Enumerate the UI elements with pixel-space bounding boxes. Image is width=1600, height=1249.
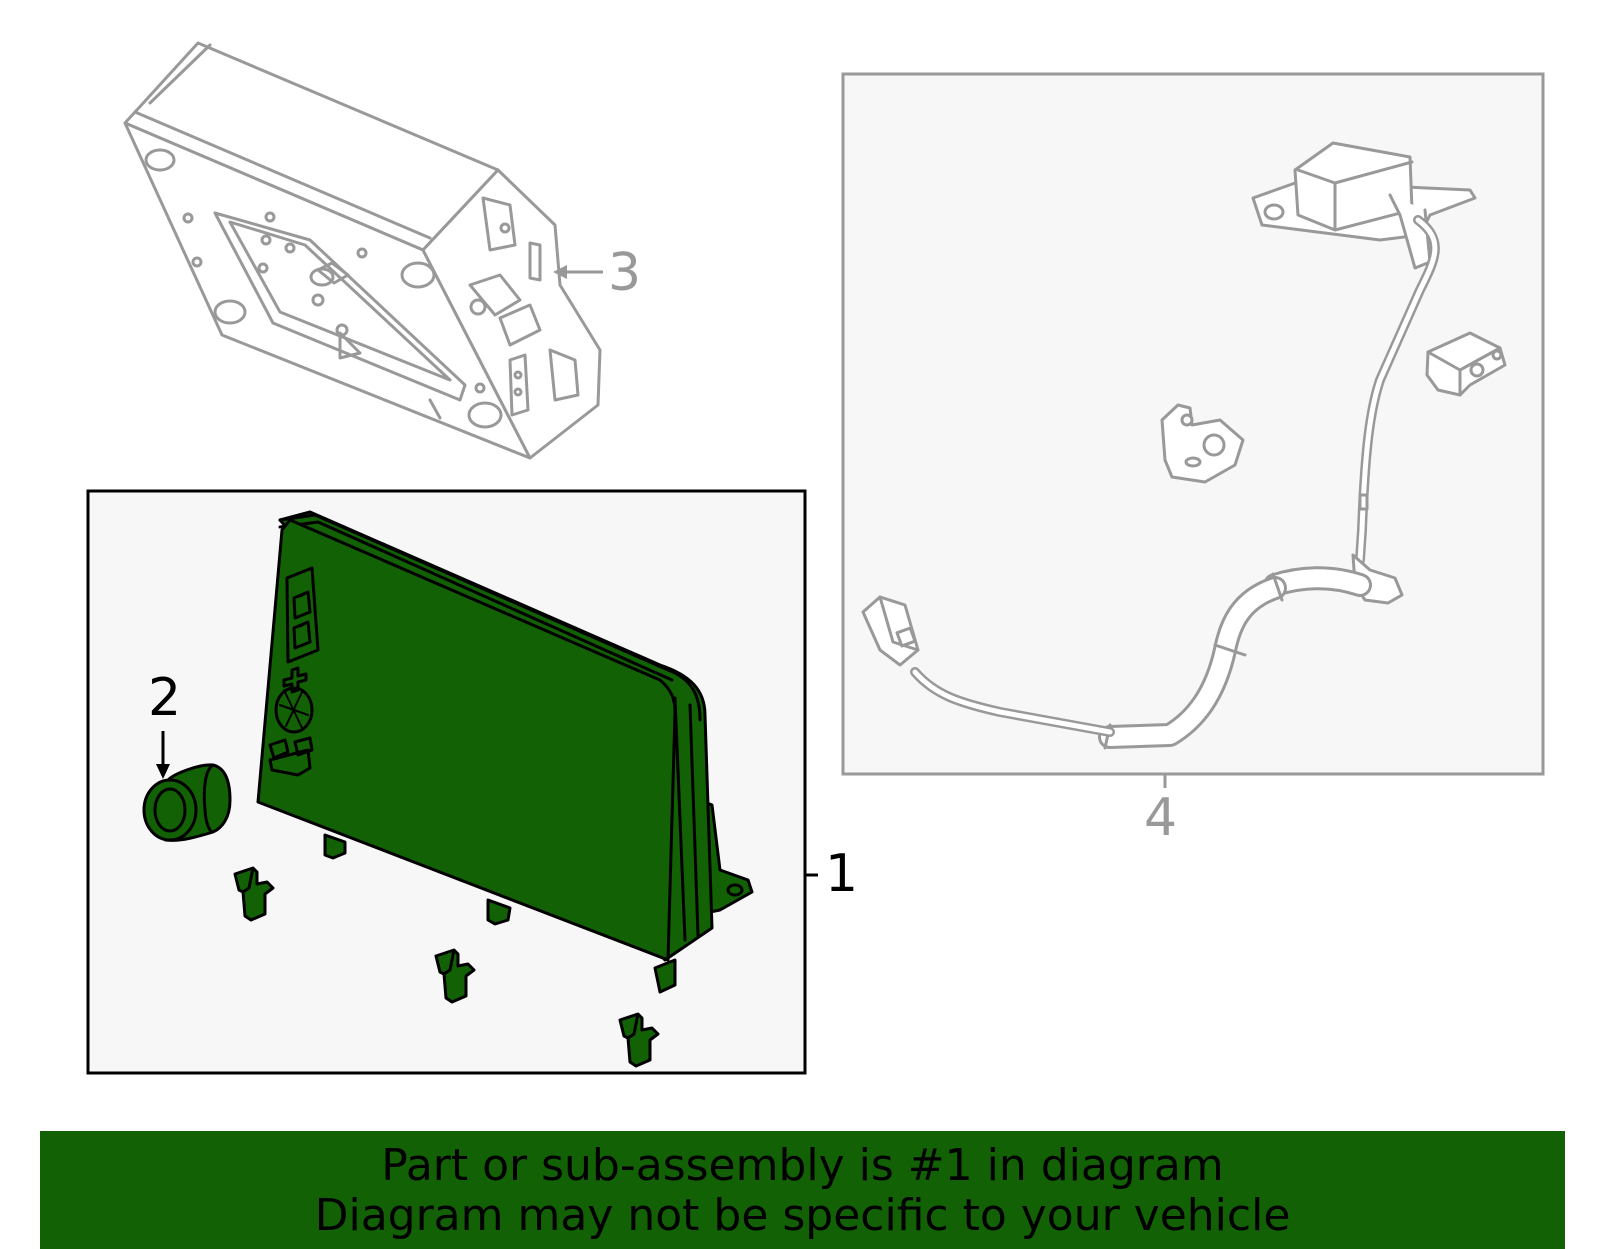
callout-part-4: 4	[1144, 788, 1178, 848]
clip-a	[233, 866, 275, 922]
leader-arrow-2	[156, 731, 170, 779]
mounting-clips	[233, 866, 660, 1068]
part-3-control-module	[123, 41, 602, 460]
footer-banner: Part or sub-assembly is #1 in diagram Di…	[40, 1131, 1565, 1249]
leader-arrow-3	[553, 265, 603, 279]
part-4-sensor-harness	[861, 141, 1507, 750]
callout-part-3: 3	[608, 243, 642, 303]
footer-note-line-1: Part or sub-assembly is #1 in diagram	[381, 1140, 1224, 1191]
clip-b	[434, 948, 476, 1004]
footer-note-line-2: Diagram may not be specific to your vehi…	[314, 1190, 1291, 1241]
part-2-bezel	[142, 763, 232, 842]
clip-c	[618, 1012, 660, 1068]
callout-part-1: 1	[825, 844, 859, 904]
part-1-display-unit	[256, 510, 754, 994]
callout-part-2: 2	[148, 668, 182, 728]
footer-banner-bg	[40, 1131, 1565, 1249]
